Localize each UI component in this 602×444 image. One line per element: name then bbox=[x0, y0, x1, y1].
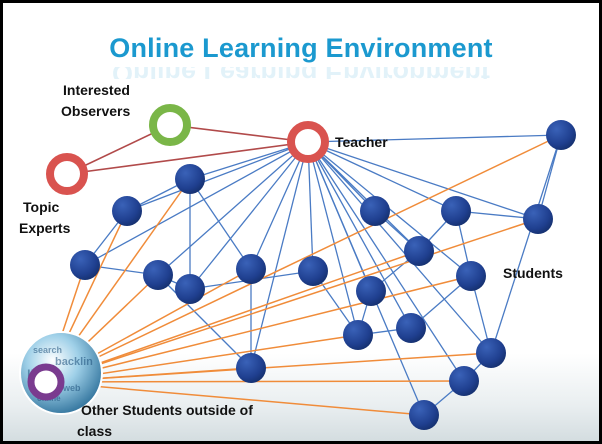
teacher-label: Teacher bbox=[335, 134, 388, 150]
student-student-link bbox=[490, 134, 562, 354]
student-node bbox=[236, 353, 266, 383]
teacher-student-link bbox=[250, 141, 309, 369]
teacher-student-link bbox=[307, 141, 539, 220]
student-node bbox=[546, 120, 576, 150]
teacher-student-link bbox=[157, 141, 309, 276]
student-node bbox=[409, 400, 439, 430]
outside-student-link bbox=[45, 381, 425, 416]
outside-student-link bbox=[45, 275, 472, 383]
students-label: Students bbox=[503, 265, 563, 281]
teacher-student-link bbox=[307, 141, 412, 329]
expert-teacher-link bbox=[66, 141, 309, 175]
teacher-student-link bbox=[307, 134, 562, 143]
student-node bbox=[441, 196, 471, 226]
student-student-link bbox=[189, 178, 252, 270]
outside-students-node-icon bbox=[27, 363, 65, 401]
experts-label-line1: Topic bbox=[23, 199, 60, 215]
experts-label-line2: Experts bbox=[19, 220, 71, 236]
observer-teacher-link bbox=[169, 124, 309, 143]
outside-student-link bbox=[45, 134, 562, 383]
outside-student-link bbox=[45, 218, 539, 383]
teacher-student-link bbox=[307, 141, 457, 212]
student-node bbox=[236, 254, 266, 284]
teacher-links bbox=[84, 134, 562, 416]
slide: Online Learning Environment Online Learn… bbox=[3, 3, 599, 441]
outside-links bbox=[45, 134, 562, 416]
teacher-student-link bbox=[307, 141, 492, 354]
student-node bbox=[112, 196, 142, 226]
student-node bbox=[360, 196, 390, 226]
student-node bbox=[298, 256, 328, 286]
outside-label-line2: class bbox=[77, 423, 112, 439]
teacher-student-link bbox=[307, 141, 314, 272]
student-student-link bbox=[157, 274, 252, 369]
teacher-student-link bbox=[307, 141, 420, 252]
student-node bbox=[356, 276, 386, 306]
student-node bbox=[396, 313, 426, 343]
teacher-student-link bbox=[250, 141, 309, 270]
observers-label-line1: Interested bbox=[63, 82, 130, 98]
observers-node-icon bbox=[149, 104, 191, 146]
teacher-student-link bbox=[307, 141, 359, 336]
outside-label-line1: Other Students outside of bbox=[81, 402, 253, 418]
outside-student-link bbox=[45, 250, 420, 383]
svg-text:search: search bbox=[33, 345, 62, 355]
student-node bbox=[175, 164, 205, 194]
student-node bbox=[70, 250, 100, 280]
teacher-student-link bbox=[84, 141, 309, 266]
svg-text:web: web bbox=[62, 383, 81, 393]
student-nodes bbox=[70, 120, 576, 430]
student-node bbox=[456, 261, 486, 291]
experts-node-icon bbox=[46, 153, 88, 195]
teacher-student-link bbox=[189, 141, 309, 290]
student-node bbox=[476, 338, 506, 368]
teacher-student-link bbox=[126, 141, 309, 212]
student-node bbox=[449, 366, 479, 396]
teacher-node-icon bbox=[287, 121, 329, 163]
teacher-student-link bbox=[307, 141, 465, 382]
student-node bbox=[523, 204, 553, 234]
network-diagram: search backlin link web online Intereste… bbox=[19, 82, 576, 439]
slide-title: Online Learning Environment bbox=[109, 33, 493, 63]
svg-text:backlin: backlin bbox=[55, 356, 93, 368]
observers-label-line2: Observers bbox=[61, 103, 130, 119]
student-node bbox=[175, 274, 205, 304]
student-node bbox=[143, 260, 173, 290]
student-node bbox=[343, 320, 373, 350]
student-node bbox=[404, 236, 434, 266]
